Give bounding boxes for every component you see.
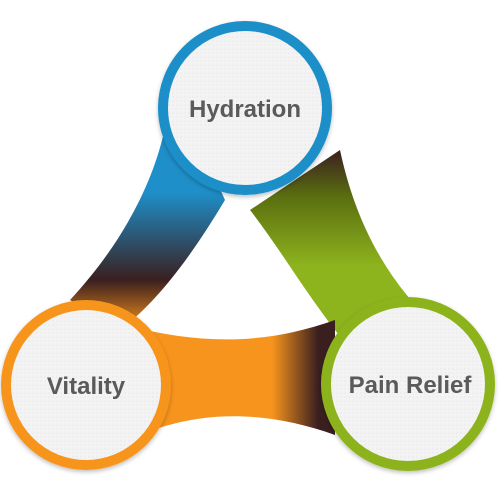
node-pain-relief-circle <box>321 297 495 471</box>
node-hydration: Hydration <box>158 21 332 195</box>
node-label-hydration: Hydration <box>189 96 301 123</box>
connector-vitality-painrelief <box>125 320 335 435</box>
node-label-vitality: Vitality <box>47 373 126 400</box>
node-vitality: Vitality <box>1 300 171 470</box>
node-hydration-circle <box>158 21 332 195</box>
node-vitality-circle <box>1 300 171 470</box>
node-pain-relief: Pain Relief <box>321 297 495 471</box>
node-label-pain-relief: Pain Relief <box>349 372 473 399</box>
